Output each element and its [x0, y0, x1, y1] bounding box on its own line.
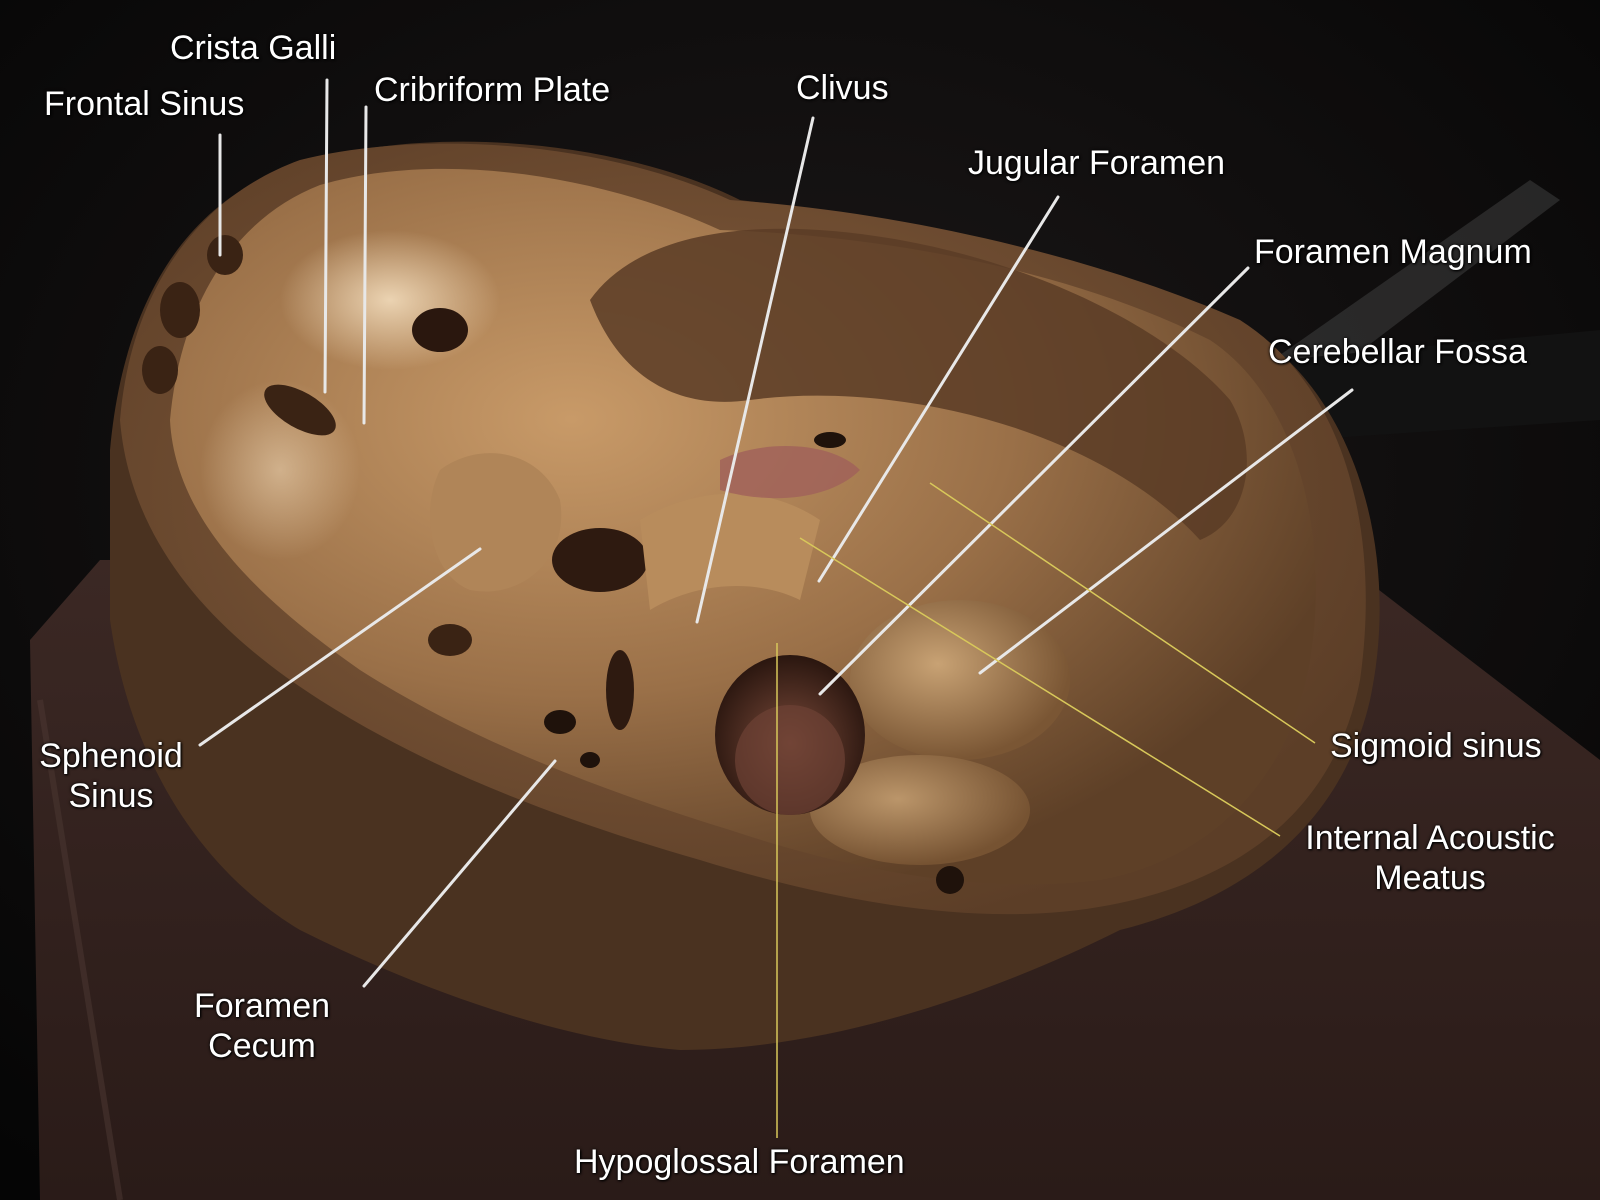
label-hypoglossal-foramen: Hypoglossal Foramen [574, 1143, 905, 1181]
leader-internal-acoustic-meatus [799, 537, 1281, 837]
cerebellar-fossa-shape [850, 600, 1070, 760]
label-cribriform-plate: Cribriform Plate [374, 71, 611, 109]
label-cerebellar-fossa: Cerebellar Fossa [1268, 333, 1527, 371]
leader-crista-galli [323, 78, 329, 394]
label-foramen-magnum: Foramen Magnum [1254, 233, 1532, 271]
label-sphenoid-sinus-line1: Sphenoid [39, 737, 183, 775]
label-foramen-cecum-line2: Cecum [208, 1027, 316, 1065]
leader-foramen-cecum [362, 759, 557, 988]
leader-jugular-foramen [817, 195, 1060, 583]
leader-cerebellar-fossa [978, 388, 1354, 675]
leader-sigmoid-sinus [929, 482, 1316, 744]
label-jugular-foramen: Jugular Foramen [968, 144, 1226, 182]
label-internal-acoustic-meatus: Internal Acoustic Meatus [1280, 818, 1580, 898]
leader-lines [198, 78, 1354, 988]
leader-sphenoid-sinus [198, 547, 482, 747]
clivus-ridge [640, 493, 820, 610]
label-sphenoid-sinus: Sphenoid Sinus [20, 736, 202, 816]
leader-lines-yellow [776, 482, 1316, 1138]
sphenoid-region [430, 453, 562, 592]
label-sphenoid-sinus-line2: Sinus [68, 777, 154, 815]
leader-foramen-magnum [818, 266, 1250, 696]
leader-cribriform-plate [362, 105, 368, 425]
label-foramen-cecum: Foramen Cecum [176, 986, 348, 1066]
label-frontal-sinus: Frontal Sinus [44, 85, 245, 123]
label-crista-galli: Crista Galli [170, 29, 337, 67]
label-clivus: Clivus [796, 69, 889, 107]
leader-clivus [695, 116, 815, 624]
label-internal-acoustic-meatus-line2: Meatus [1374, 859, 1486, 897]
label-sigmoid-sinus: Sigmoid sinus [1330, 727, 1542, 765]
label-internal-acoustic-meatus-line1: Internal Acoustic [1305, 819, 1555, 857]
label-foramen-cecum-line1: Foramen [193, 987, 331, 1025]
